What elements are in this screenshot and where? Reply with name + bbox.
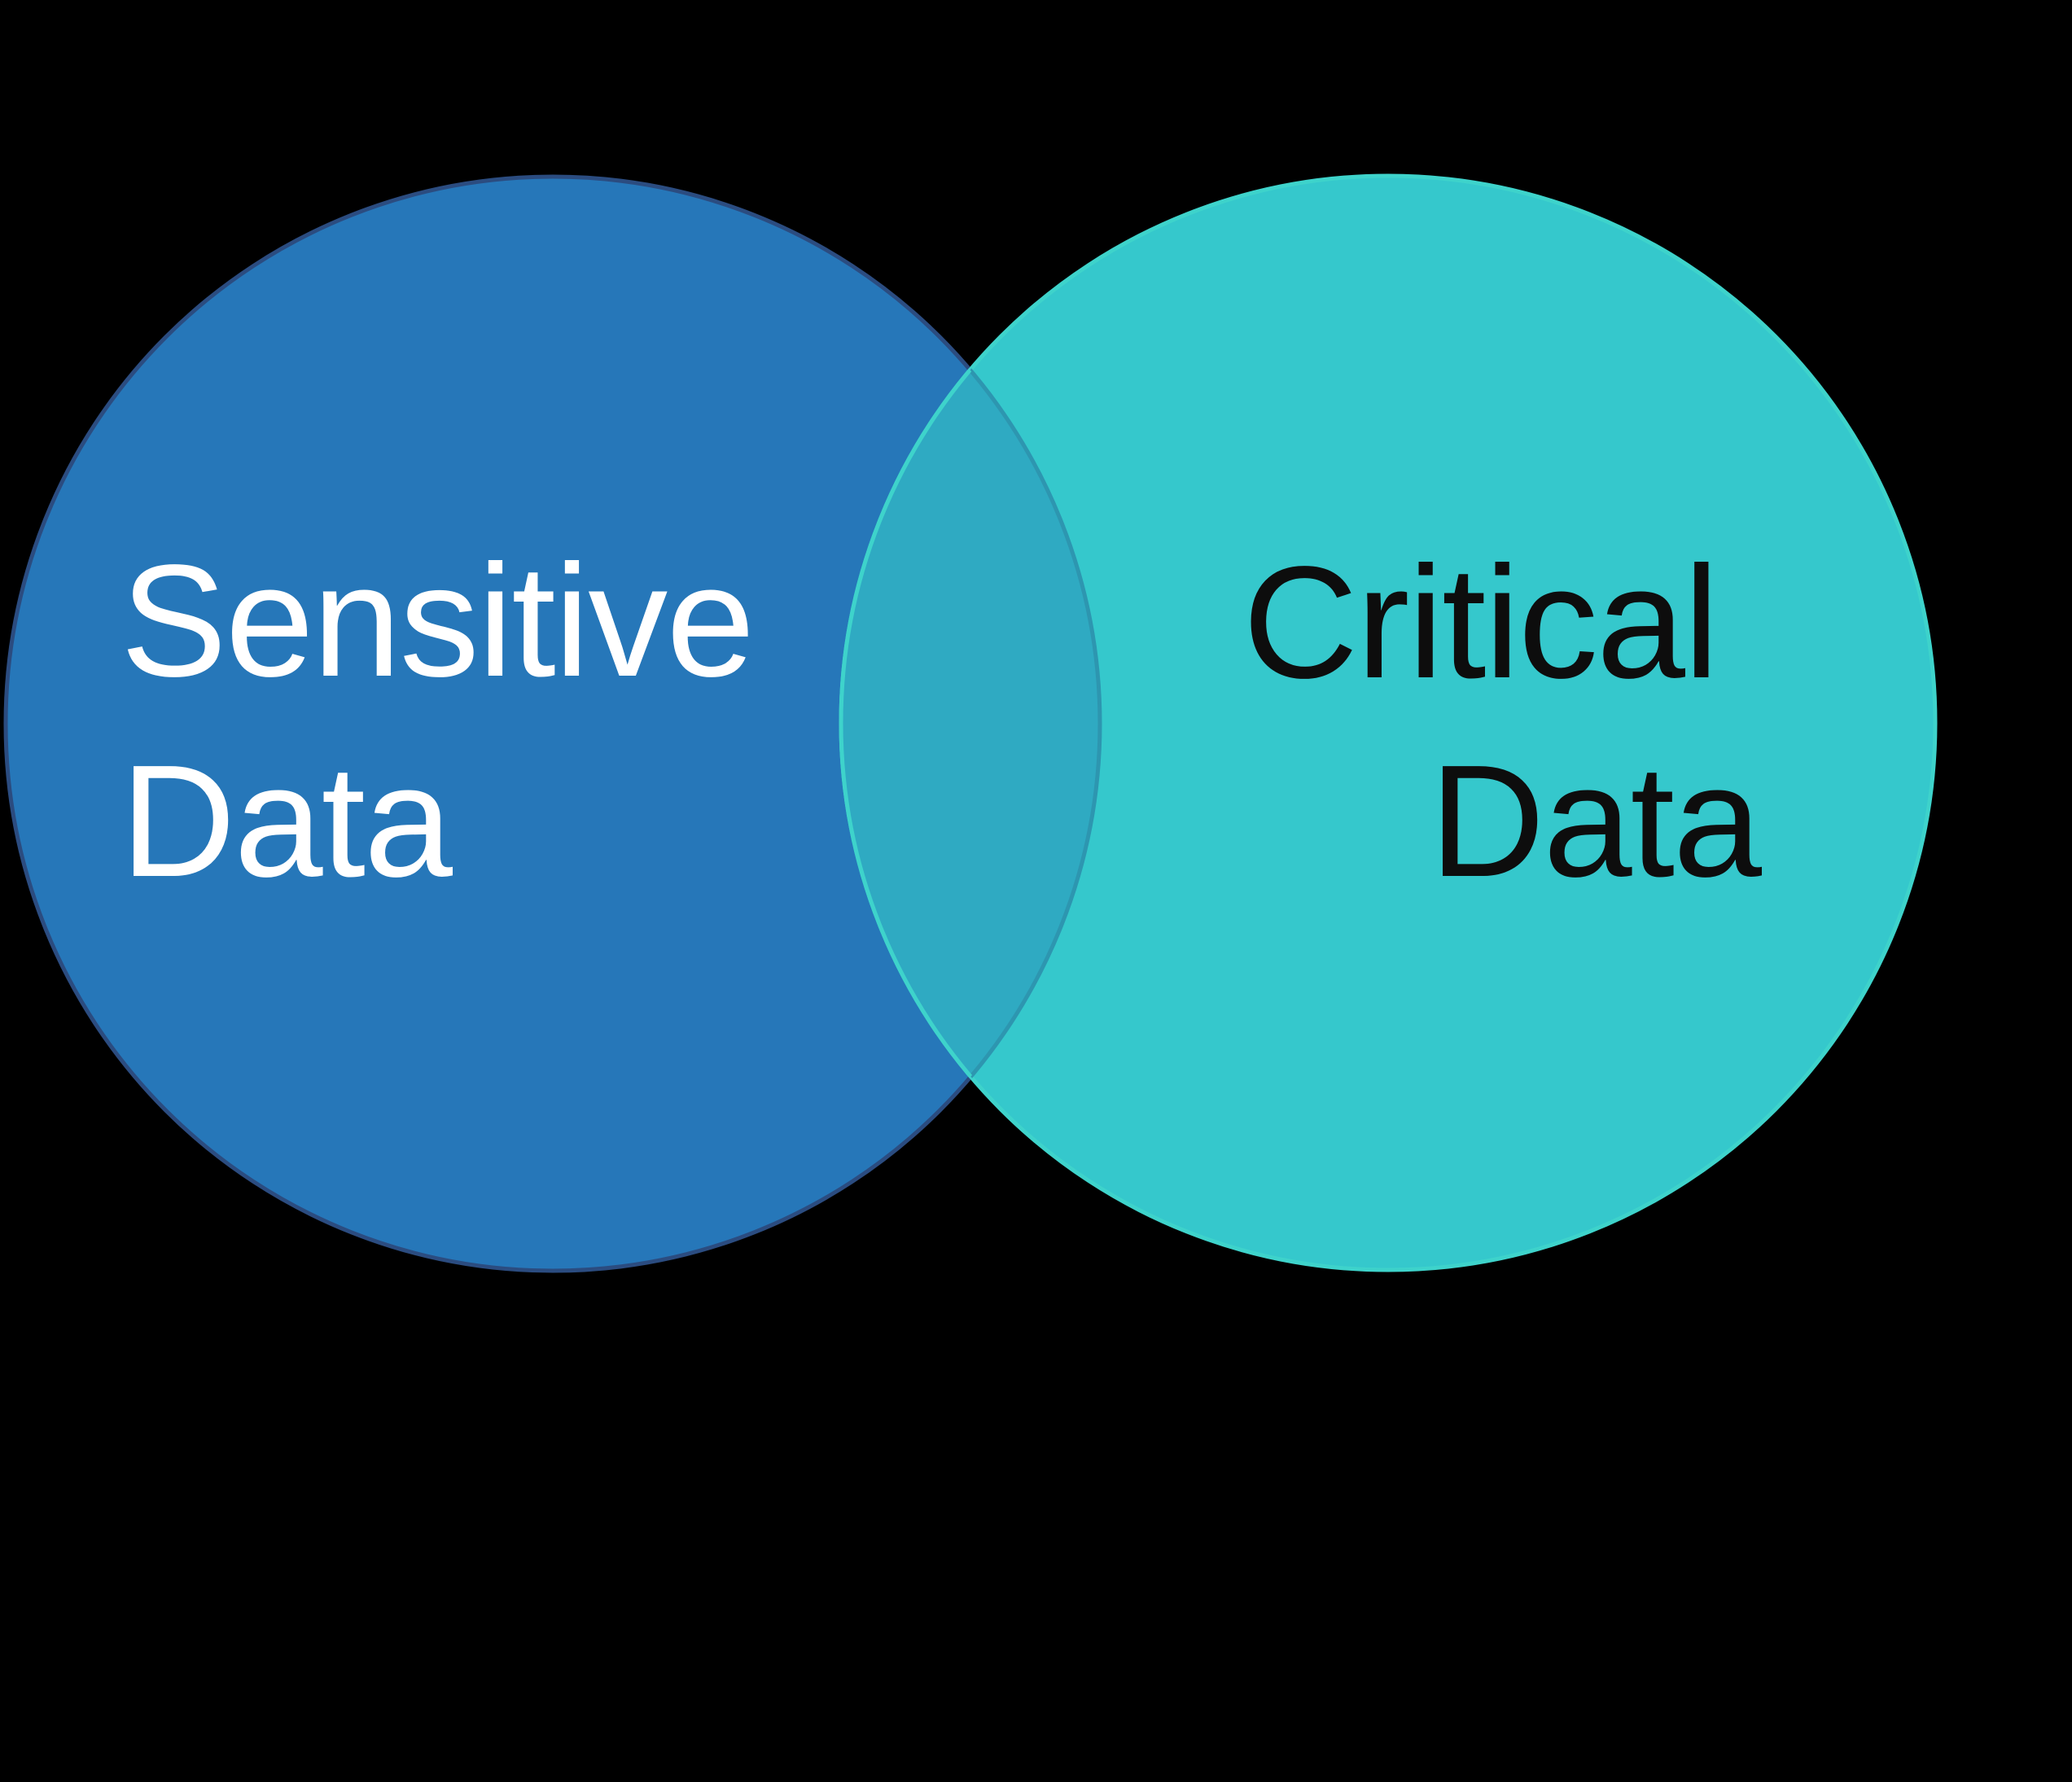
overlap-region	[841, 176, 1102, 1270]
left-circle-label-line2: Data	[120, 732, 453, 910]
right-circle-label: Critical Data	[1243, 533, 1762, 910]
right-circle-border-overlay	[839, 177, 1100, 1271]
left-circle-label-line1: Sensitive	[120, 532, 753, 710]
left-circle-label: Sensitive Data	[120, 532, 796, 910]
right-circle-label-line2: Data	[1430, 732, 1762, 910]
right-circle-label-line1: Critical	[1243, 533, 1718, 711]
